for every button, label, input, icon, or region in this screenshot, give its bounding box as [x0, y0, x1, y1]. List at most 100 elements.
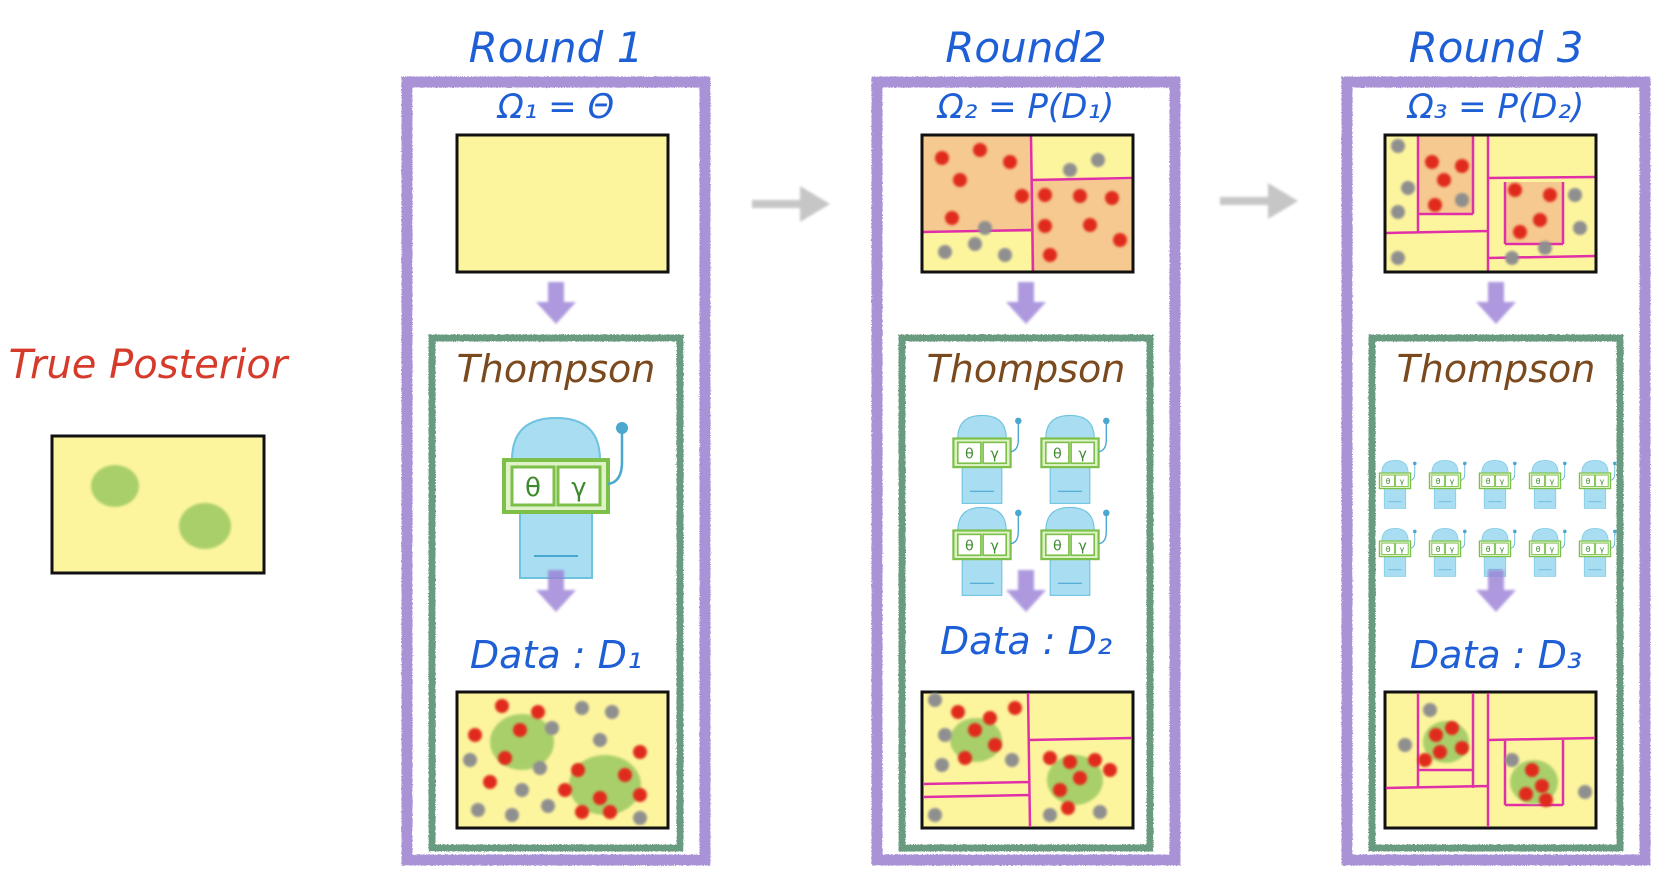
true-posterior-region	[50, 434, 266, 575]
machine-lever-knob	[1103, 509, 1110, 517]
reel-window	[1495, 542, 1509, 555]
reel-window	[1431, 542, 1445, 555]
reel-window	[1531, 474, 1545, 487]
data-point-grey	[1063, 163, 1077, 177]
machine-top	[1381, 528, 1409, 542]
data-point-red	[575, 805, 589, 819]
machine-lever	[607, 432, 624, 486]
machine-top	[1481, 528, 1509, 542]
reel-symbol: γ	[1500, 545, 1505, 554]
reel-window	[1070, 441, 1096, 465]
data-point-red	[1455, 741, 1469, 755]
reel-window	[1581, 474, 1595, 487]
data-point-grey	[515, 783, 529, 797]
machine-lever	[1098, 515, 1107, 545]
search-space-label: Ω₂ = P(D₁)	[936, 87, 1115, 127]
data-point-red	[1543, 188, 1557, 202]
data-point-red	[1428, 198, 1442, 212]
flow-down-arrow	[536, 282, 576, 324]
machine-lever	[1560, 532, 1566, 549]
round-outer-frame	[871, 76, 1181, 866]
data-point-grey	[968, 237, 982, 251]
reel-window	[1395, 542, 1409, 555]
data-point-grey	[593, 733, 607, 747]
reel-window	[1481, 542, 1495, 555]
data-label: Data : D₂	[940, 619, 1112, 663]
data-point-grey	[533, 761, 547, 775]
data-point-red	[1063, 755, 1077, 769]
data-point-grey	[471, 803, 485, 817]
reel-window	[1395, 474, 1409, 487]
search-space-label: Ω₃ = P(D₂)	[1406, 87, 1585, 127]
next-round-arrow	[752, 186, 830, 222]
data-point-red	[1437, 173, 1451, 187]
reel-window	[1381, 474, 1395, 487]
reel-symbol: γ	[1400, 545, 1405, 554]
machine-top	[1581, 528, 1609, 542]
machine-lever-knob	[1613, 461, 1617, 466]
partition-lines	[1385, 136, 1596, 271]
data-point-grey	[1391, 139, 1405, 153]
reel-symbol: θ	[1386, 545, 1391, 554]
partition-lines	[1385, 693, 1596, 827]
flow-down-arrow	[1476, 282, 1516, 324]
data-point-grey	[1391, 251, 1405, 265]
machine-base	[1533, 487, 1557, 509]
data-point-red	[968, 723, 982, 737]
data-point-grey	[1505, 251, 1519, 265]
reel-symbol: γ	[1600, 545, 1605, 554]
machine-top	[957, 414, 1007, 440]
machine-lever	[1010, 515, 1019, 545]
reel-symbol: θ	[1386, 477, 1391, 486]
reel-window	[956, 533, 982, 557]
reel-window	[1581, 542, 1595, 555]
data-point-grey	[938, 728, 952, 742]
posterior-mode-blob	[950, 718, 1002, 762]
reel-window	[556, 465, 602, 507]
region-border	[920, 133, 1135, 274]
data-point-red	[1105, 191, 1119, 205]
data-point-red	[1043, 248, 1057, 262]
data-point-grey	[633, 811, 647, 825]
data-point-red	[1008, 701, 1022, 715]
data-point-grey	[1005, 753, 1019, 767]
data-point-red	[495, 699, 509, 713]
reel-symbol: θ	[525, 473, 541, 503]
machine-lever-knob	[1563, 529, 1567, 534]
machine-lever	[1010, 423, 1019, 453]
data-point-red	[498, 751, 512, 765]
reel-symbol: γ	[1450, 545, 1455, 554]
data-point-red	[1043, 751, 1057, 765]
machine-lever-knob	[1563, 461, 1567, 466]
reel-symbol: γ	[1500, 477, 1505, 486]
machine-lever	[1510, 464, 1516, 481]
data-point-grey	[1578, 785, 1592, 799]
data-point-red	[1083, 218, 1097, 232]
reel-symbol: γ	[1078, 446, 1087, 462]
flow-down-arrow	[536, 570, 576, 612]
reel-window	[1044, 533, 1070, 557]
search-space-region	[1383, 133, 1598, 274]
data-point-red	[1425, 155, 1439, 169]
thompson-frame	[1368, 334, 1624, 852]
round-outer-frame	[1341, 76, 1651, 866]
reel-symbol: θ	[965, 446, 974, 462]
reel-symbol: γ	[1600, 477, 1605, 486]
machine-lever-knob	[1015, 417, 1022, 425]
data-point-grey	[1573, 221, 1587, 235]
machine-lever-knob	[616, 422, 628, 434]
data-point-red	[951, 705, 965, 719]
data-region	[455, 690, 670, 830]
reel-symbol: θ	[1053, 446, 1062, 462]
data-point-red	[953, 173, 967, 187]
thompson-frame	[428, 334, 684, 852]
data-point-red	[1418, 753, 1432, 767]
data-point-grey	[505, 808, 519, 822]
